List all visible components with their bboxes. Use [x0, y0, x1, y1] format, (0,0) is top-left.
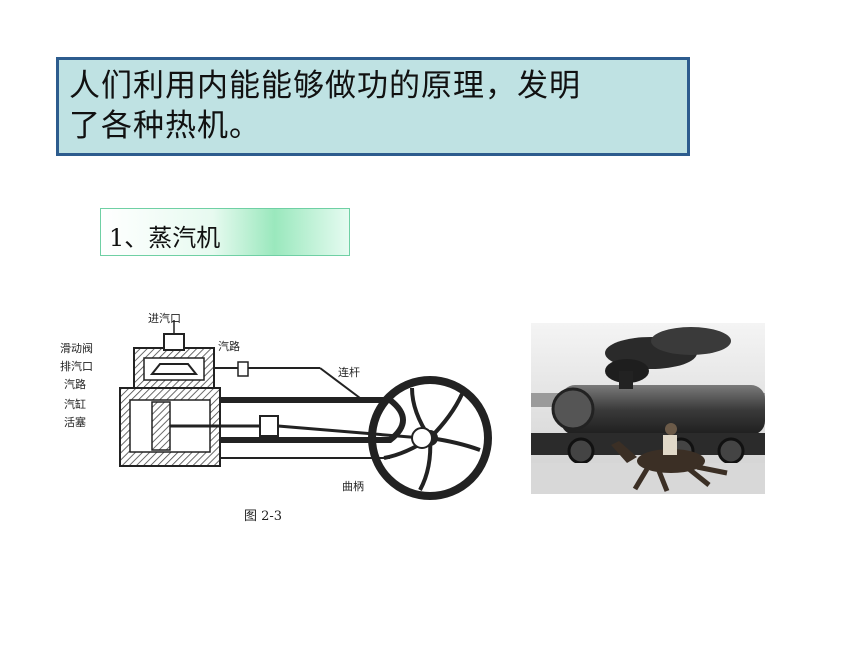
subtitle-box: 1、蒸汽机 [100, 208, 350, 256]
piston [152, 402, 170, 450]
label-valve: 滑动阀 [60, 341, 93, 355]
locomotive-horse-photo [531, 323, 765, 494]
intake-pipe [164, 334, 184, 350]
slide-valve [152, 364, 196, 374]
subtitle-label: 1、蒸汽机 [109, 224, 220, 252]
label-exhaust: 排汽口 [60, 359, 93, 373]
label-passage-left: 汽路 [64, 377, 86, 391]
label-cylinder: 汽缸 [64, 397, 86, 411]
label-crank: 曲柄 [342, 480, 364, 493]
title-line-1: 人们利用内能能够做功的原理，发明 [69, 66, 677, 106]
label-rod: 连杆 [338, 365, 360, 379]
label-piston: 活塞 [64, 415, 86, 429]
title-box: 人们利用内能能够做功的原理，发明 了各种热机。 [56, 57, 690, 156]
label-intake: 进汽口 [148, 311, 181, 325]
label-passage-top: 汽路 [218, 339, 240, 353]
diagram-caption: 图 2-3 [244, 505, 282, 524]
steam-engine-diagram: 进汽口 滑动阀 排汽口 汽路 汽缸 活塞 汽路 连杆 曲柄 [60, 308, 500, 530]
title-line-2: 了各种热机。 [69, 106, 677, 146]
